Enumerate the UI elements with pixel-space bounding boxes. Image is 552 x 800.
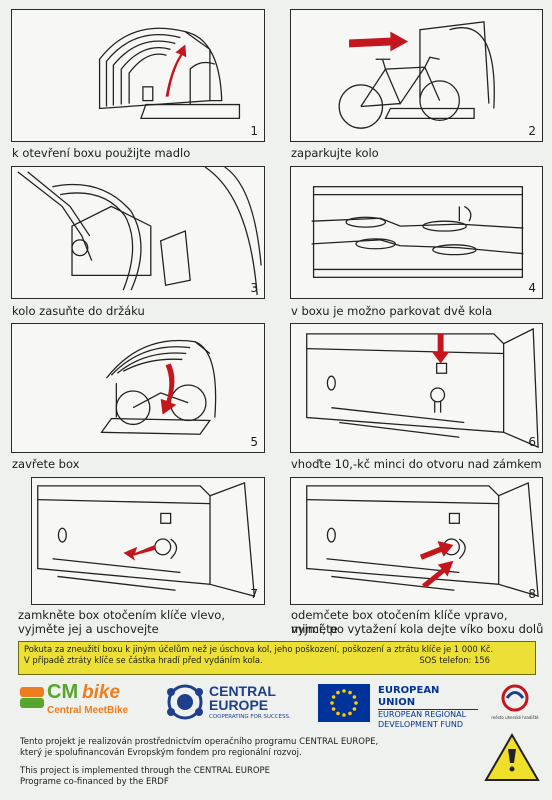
two-bikes-top-view-drawing bbox=[311, 186, 524, 278]
step-4-caption: v boxu je možno parkovat dvě kola bbox=[291, 304, 493, 318]
cmbike-emblem-icon bbox=[20, 687, 44, 708]
arrow-down-icon bbox=[160, 363, 177, 415]
insert-coin-drawing bbox=[306, 327, 539, 449]
step-2-caption: zaparkujte kolo bbox=[291, 146, 379, 160]
eu-line-3: DEVELOPMENT FUND bbox=[378, 720, 464, 729]
city-logo: město uherské hradiště bbox=[490, 683, 540, 727]
notice-line-1: Pokuta za zneužití boxu k jiným účelům n… bbox=[24, 644, 494, 654]
step-6-illustration: 6 bbox=[290, 323, 543, 453]
arrow-up-icon bbox=[165, 44, 187, 97]
step-6-caption: vhoďte 10,-kč minci do otvoru nad zámkem bbox=[291, 457, 542, 471]
project-text-en-2: Programe co-financed by the ERDF bbox=[20, 777, 169, 787]
step-7-illustration: 7 bbox=[31, 477, 265, 605]
fine-notice: Pokuta za zneužití boxu k jiným účelům n… bbox=[18, 641, 536, 675]
arrow-right-icon bbox=[349, 31, 409, 52]
step-1-caption: k otevření boxu použijte madlo bbox=[12, 146, 191, 160]
step-8-caption-line1: odemčete box otočením klíče vpravo, vyjm… bbox=[291, 608, 508, 636]
arrow-left-icon bbox=[123, 544, 155, 561]
cmbike-logo: CM bike Central MeetBike bbox=[20, 681, 150, 723]
lock-box-drawing bbox=[37, 482, 256, 597]
step-number: 4 bbox=[528, 281, 536, 295]
step-5-illustration: 5 bbox=[11, 323, 265, 453]
project-text-cz-1: Tento projekt je realizován prostřednict… bbox=[20, 737, 379, 747]
step-number: 1 bbox=[250, 124, 258, 138]
step-number: 3 bbox=[250, 281, 258, 295]
cmbike-cm: CM bbox=[47, 681, 79, 703]
step-8-caption-line2: minci, po vytažení kola dejte víko boxu … bbox=[291, 622, 544, 636]
step-7-caption-line2: vyjměte jej a uschovejte bbox=[18, 622, 159, 636]
step-5-caption: zavřete box bbox=[12, 457, 80, 471]
step-4-illustration: 4 bbox=[290, 166, 543, 299]
central-europe-tagline: COOPERATING FOR SUCCESS. bbox=[209, 714, 291, 720]
cmbike-subtitle: Central MeetBike bbox=[47, 705, 129, 716]
step-number: 7 bbox=[250, 587, 258, 601]
city-emblem-icon bbox=[501, 684, 529, 712]
step-1-illustration: 1 bbox=[11, 9, 265, 142]
eu-line-2: EUROPEAN REGIONAL bbox=[378, 710, 467, 719]
arrow-right-icon bbox=[419, 541, 454, 560]
arrow-up-right-icon bbox=[421, 560, 454, 589]
project-text-en-1: This project is implemented through the … bbox=[20, 766, 271, 776]
central-europe-logo: CENTRAL EUROPE COOPERATING FOR SUCCESS. bbox=[165, 684, 300, 724]
bike-into-holder-drawing bbox=[17, 167, 262, 296]
step-number: 6 bbox=[528, 435, 536, 449]
eu-stars-icon bbox=[330, 689, 358, 717]
city-label: město uherské hradiště bbox=[491, 715, 539, 720]
step-number: 2 bbox=[528, 124, 536, 138]
step-number: 5 bbox=[250, 435, 258, 449]
cmbike-bike: bike bbox=[82, 682, 121, 703]
eu-text: EUROPEAN UNION EUROPEAN REGIONAL DEVELOP… bbox=[378, 685, 478, 730]
eu-flag-icon bbox=[318, 684, 370, 722]
step-7-caption-line1: zamkněte box otočením klíče vlevo, bbox=[18, 608, 225, 622]
sos-phone: SOS telefon: 156 bbox=[419, 655, 490, 665]
step-3-caption: kolo zasuňte do držáku bbox=[12, 304, 145, 318]
step-8-illustration: 8 bbox=[290, 477, 543, 605]
unlock-box-drawing bbox=[306, 481, 539, 598]
arrow-down-icon bbox=[431, 333, 450, 364]
step-2-illustration: 2 bbox=[290, 9, 543, 142]
central-europe-title: CENTRAL EUROPE bbox=[209, 683, 276, 713]
step-number: 8 bbox=[528, 587, 536, 601]
step-3-illustration: 3 bbox=[11, 166, 265, 299]
close-box-drawing bbox=[100, 339, 217, 435]
bike-box-handle-drawing bbox=[98, 27, 241, 119]
central-europe-emblem-icon bbox=[167, 684, 203, 720]
notice-line-2: V případě ztráty klíče se částka hradí p… bbox=[24, 655, 263, 665]
warning-sticker bbox=[484, 733, 540, 783]
park-bike-drawing bbox=[338, 21, 495, 129]
warning-triangle-icon bbox=[484, 733, 540, 781]
project-text-cz-2: který je spolufinancován Evropským fonde… bbox=[20, 748, 302, 758]
eu-line-1: EUROPEAN UNION bbox=[378, 685, 478, 710]
